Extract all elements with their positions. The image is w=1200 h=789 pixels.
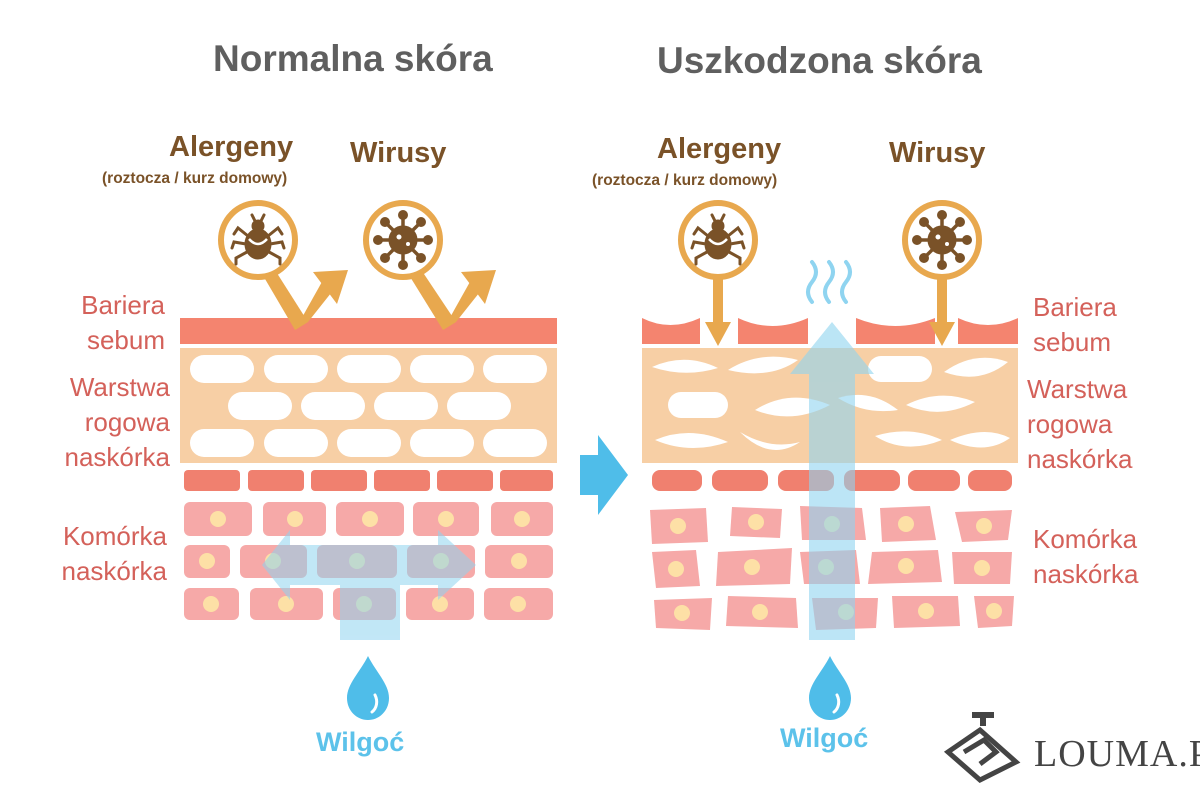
normal-moisture-arrow bbox=[262, 530, 476, 640]
normal-allergens-label: Alergeny bbox=[169, 131, 294, 163]
transition-arrow-icon bbox=[580, 435, 628, 515]
normal-corneocytes bbox=[190, 355, 547, 457]
damaged-sebum-barrier bbox=[642, 318, 1018, 344]
damaged-horny-layer-label: Warstwa rogowa naskórka bbox=[1027, 374, 1133, 474]
virus-icon bbox=[371, 208, 435, 272]
damaged-allergens-label: Alergeny bbox=[657, 133, 782, 165]
normal-moisture-label: Wilgoć bbox=[316, 727, 405, 757]
damaged-sebum-label: Bariera sebum bbox=[1033, 292, 1117, 357]
normal-horny-layer-label: Warstwa rogowa naskórka bbox=[64, 372, 171, 472]
normal-allergens-sublabel: (roztocza / kurz domowy) bbox=[102, 170, 288, 187]
normal-viruses-label: Wirusy bbox=[350, 137, 447, 169]
damaged-corneocytes bbox=[652, 356, 1010, 450]
damaged-moisture-label: Wilgoć bbox=[780, 723, 869, 753]
normal-cell-label: Komórka naskórka bbox=[61, 521, 168, 586]
damaged-water-drop-icon bbox=[809, 656, 851, 720]
damaged-moisture-escape-arrow bbox=[790, 322, 874, 640]
louma-logo-icon bbox=[943, 712, 1021, 783]
normal-sebum-barrier bbox=[180, 318, 557, 344]
normal-sebum-label: Bariera sebum bbox=[81, 290, 165, 355]
damaged-virus-penetrate-arrow bbox=[929, 270, 955, 346]
evaporation-waves-icon bbox=[806, 260, 852, 304]
logo-text: LOUMA.PL bbox=[1034, 733, 1200, 775]
damaged-skin-title: Uszkodzona skóra bbox=[657, 40, 982, 81]
virus-icon bbox=[910, 208, 974, 272]
normal-skin-title: Normalna skóra bbox=[213, 38, 493, 79]
damaged-viruses-label: Wirusy bbox=[889, 137, 986, 169]
damaged-cell-label: Komórka naskórka bbox=[1033, 524, 1139, 589]
normal-granular-layer bbox=[184, 470, 553, 491]
damaged-allergens-sublabel: (roztocza / kurz domowy) bbox=[592, 172, 778, 189]
damaged-allergen-penetrate-arrow bbox=[705, 270, 731, 346]
normal-water-drop-icon bbox=[347, 656, 389, 720]
